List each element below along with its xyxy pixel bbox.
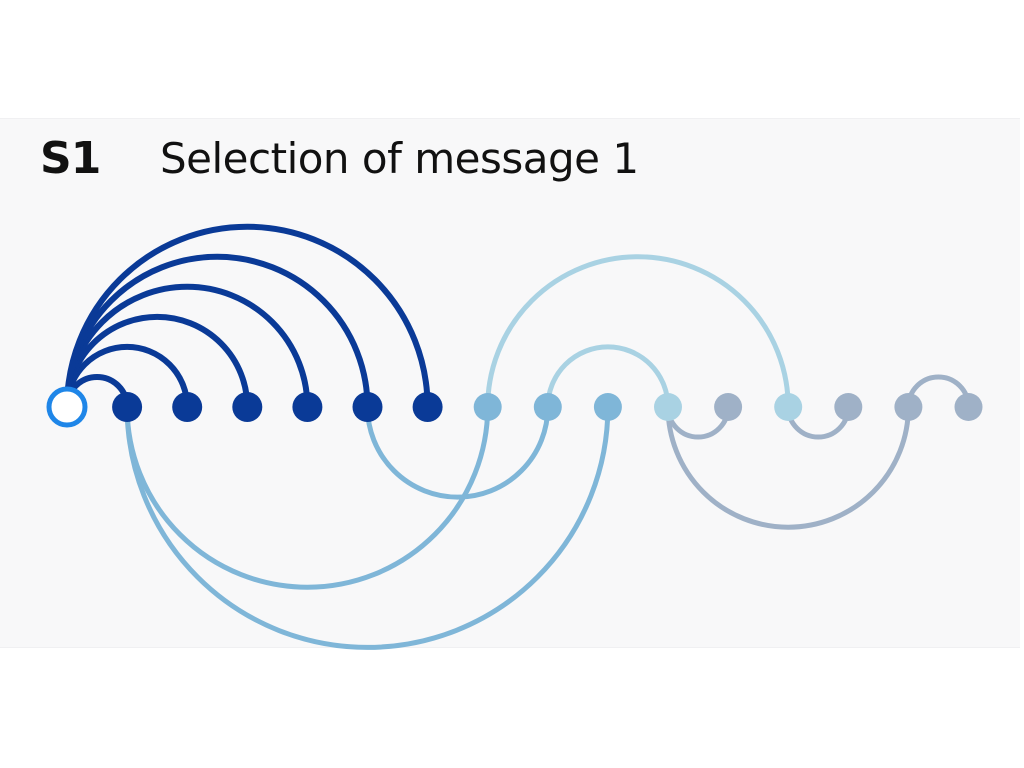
figure-panel bbox=[0, 118, 1020, 648]
figure-label: S1 bbox=[40, 132, 101, 184]
node-12 bbox=[774, 393, 803, 421]
node-3 bbox=[232, 392, 263, 422]
node-9 bbox=[593, 393, 622, 421]
node-8 bbox=[533, 393, 562, 421]
node-13 bbox=[834, 393, 863, 421]
node-5 bbox=[352, 392, 383, 422]
node-4 bbox=[292, 392, 323, 422]
node-10 bbox=[654, 393, 682, 421]
arc-1-9 bbox=[124, 404, 611, 650]
arc-1-7 bbox=[124, 404, 491, 590]
nodes-layer bbox=[46, 386, 983, 428]
figure-header: S1 Selection of message 1 bbox=[40, 128, 639, 188]
arc-5-8 bbox=[365, 404, 551, 500]
node-7 bbox=[473, 393, 502, 421]
node-14 bbox=[894, 393, 923, 421]
node-15 bbox=[954, 393, 983, 421]
arcs-layer bbox=[64, 223, 971, 650]
start-node bbox=[46, 386, 88, 428]
node-11 bbox=[714, 393, 743, 421]
node-6 bbox=[412, 392, 443, 422]
figure-title: Selection of message 1 bbox=[160, 133, 639, 183]
arc-8-10 bbox=[545, 344, 671, 410]
arc-10-14 bbox=[665, 404, 911, 530]
arc-7-12 bbox=[485, 254, 791, 410]
node-2 bbox=[172, 392, 203, 422]
node-1 bbox=[112, 392, 143, 422]
arc-0-6 bbox=[64, 223, 431, 410]
